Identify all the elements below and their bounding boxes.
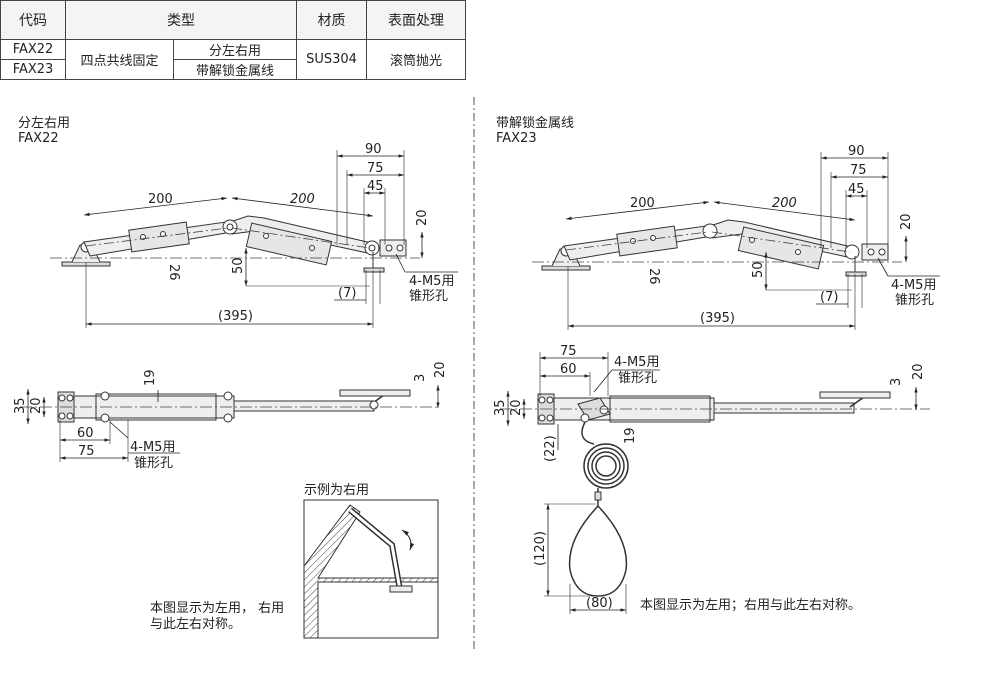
- bottom-dim-3: 3: [413, 374, 428, 382]
- spec-table: 代码 类型 材质 表面处理 FAX22 四点共线固定 分左右用 SUS304 滚…: [0, 0, 466, 80]
- dim-200-a: 200: [148, 192, 173, 207]
- bottom-hole-label-2: 锥形孔: [134, 456, 173, 471]
- right-plan-view: 35 20 75 60 4-M5用 锥形孔 19 (22) 3 20: [493, 344, 930, 614]
- r-dim-200-a: 200: [630, 196, 655, 211]
- r-bottom-dim-60: 60: [560, 362, 577, 377]
- finish-cell: 滚筒抛光: [366, 39, 466, 80]
- table-row: FAX22 四点共线固定 分左右用 SUS304 滚筒抛光: [0, 39, 466, 80]
- r-dim-50: 50: [751, 261, 766, 278]
- r-dim-20: 20: [899, 213, 914, 230]
- example-note-1: 本图显示为左用， 右用: [150, 601, 284, 616]
- col-header-code: 代码: [0, 0, 66, 40]
- code-cell: FAX22: [0, 39, 66, 60]
- bottom-dim-20: 20: [29, 397, 44, 414]
- dim-75: 75: [367, 161, 384, 176]
- left-title: 分左右用: [18, 116, 70, 131]
- release-cable: [568, 421, 629, 597]
- material-cell: SUS304: [296, 39, 367, 80]
- dim-90: 90: [365, 142, 382, 157]
- spec-table-header-row: 代码 类型 材质 表面处理: [0, 0, 466, 40]
- r-hole-label-2: 锥形孔: [895, 293, 934, 308]
- dim-26: 26: [166, 264, 181, 281]
- r-dim-75: 75: [850, 163, 867, 178]
- r-bottom-dim-3: 3: [889, 378, 904, 386]
- bottom-dim-60: 60: [77, 426, 94, 441]
- dim-20: 20: [415, 209, 430, 226]
- bottom-dim-19: 19: [143, 369, 158, 386]
- r-dim-395: (395): [700, 311, 735, 326]
- hole-label: 4-M5用: [409, 274, 454, 289]
- r-bottom-dim-20: 20: [509, 399, 524, 416]
- type-main-cell: 四点共线固定: [65, 39, 174, 80]
- hole-label-2: 锥形孔: [409, 289, 448, 304]
- left-code: FAX22: [18, 131, 59, 146]
- dim-395: (395): [218, 309, 253, 324]
- right-title: 带解锁金属线: [496, 115, 574, 131]
- left-plan-view: 35 20 60 75 19 3 20 4-M5用 锥形孔: [13, 361, 448, 471]
- code-cell: FAX23: [0, 59, 66, 80]
- r-bottom-dim-20r: 20: [911, 363, 926, 380]
- right-note: 本图显示为左用；右用与此左右对称。: [640, 598, 861, 613]
- dim-50: 50: [231, 257, 246, 274]
- r-dim-26: 26: [646, 268, 661, 285]
- r-bottom-dim-22: (22): [543, 435, 558, 462]
- example-title: 示例为右用: [304, 483, 369, 498]
- r-dim-45: 45: [848, 182, 865, 197]
- bottom-dim-75: 75: [78, 444, 95, 459]
- r-dim-90: 90: [848, 144, 865, 159]
- left-side-view: 分左右用 FAX22 200 200 90 7: [18, 116, 458, 328]
- bottom-dim-20r: 20: [433, 361, 448, 378]
- r-bottom-dim-75: 75: [560, 344, 577, 359]
- right-code: FAX23: [496, 131, 537, 146]
- dim-45: 45: [367, 179, 384, 194]
- col-header-finish: 表面处理: [366, 0, 466, 40]
- example-illustration: 示例为右用 本图显示为左用， 右用 与此左右对称。: [150, 483, 439, 639]
- dim-80: (80): [586, 596, 613, 611]
- dim-120: (120): [533, 531, 548, 566]
- r-dim-7: (7): [820, 290, 838, 305]
- bottom-dim-35: 35: [13, 397, 28, 414]
- r-bottom-hole-label: 4-M5用: [614, 355, 659, 370]
- dim-7: (7): [338, 286, 356, 301]
- bottom-hole-label: 4-M5用: [130, 440, 175, 455]
- dim-200-b: 200: [290, 192, 315, 207]
- right-side-view: 带解锁金属线 FAX23 200 200 90 75 45: [496, 115, 940, 330]
- r-bottom-dim-35: 35: [493, 399, 508, 416]
- r-bottom-hole-label-2: 锥形孔: [618, 371, 657, 386]
- r-dim-200-b: 200: [772, 196, 797, 211]
- example-note-2: 与此左右对称。: [150, 617, 241, 632]
- subtype-cell: 带解锁金属线: [173, 59, 297, 80]
- r-hole-label: 4-M5用: [891, 278, 936, 293]
- r-bottom-dim-19: 19: [623, 427, 638, 444]
- table-row: FAX23 带解锁金属线: [0, 59, 466, 80]
